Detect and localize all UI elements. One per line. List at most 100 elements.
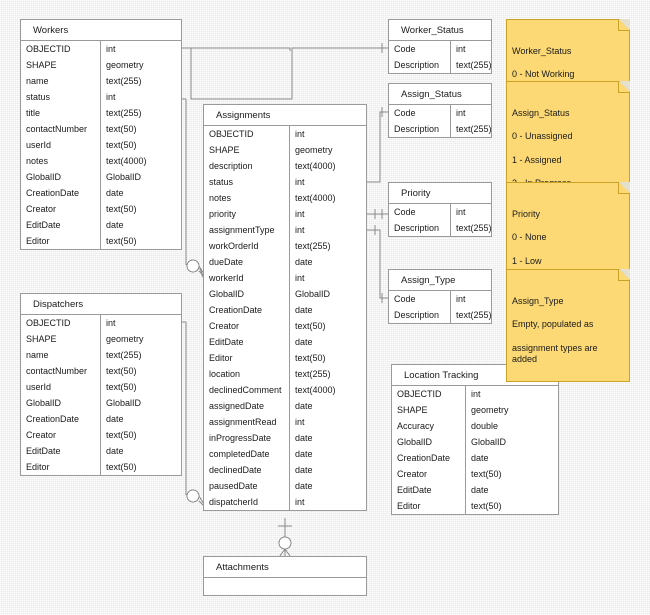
field-name: assignmentType <box>204 222 290 238</box>
field-type: text(255) <box>456 124 491 134</box>
field-type: int <box>456 108 466 118</box>
field-type: int <box>295 129 305 139</box>
field-type: text(50) <box>106 382 137 392</box>
field-type: geometry <box>106 334 144 344</box>
field-type: text(50) <box>106 366 137 376</box>
field-name: declinedComment <box>204 382 290 398</box>
note-line: 0 - Not Working <box>512 69 575 80</box>
field-type: text(50) <box>106 430 137 440</box>
field-name: EditDate <box>392 482 466 498</box>
field-type: geometry <box>295 145 333 155</box>
table-row: contactNumber text(50) <box>21 121 181 137</box>
field-name: Creator <box>204 318 290 334</box>
field-name: Editor <box>21 233 101 249</box>
field-type: text(50) <box>106 124 137 134</box>
field-name: GlobalID <box>21 169 101 185</box>
field-name: Creator <box>392 466 466 482</box>
field-type: int <box>295 417 305 427</box>
field-type: text(255) <box>295 241 331 251</box>
note-line: 1 - Assigned <box>512 154 562 165</box>
field-type: text(255) <box>106 108 142 118</box>
field-name: name <box>21 347 101 363</box>
note-assign-type[interactable]: Assign_Type Empty, populated as assignme… <box>506 269 630 383</box>
table-row: Creator text(50) <box>204 318 366 334</box>
entity-dispatchers-title: Dispatchers <box>21 294 181 315</box>
field-type: double <box>471 421 499 431</box>
field-type: text(255) <box>456 60 491 70</box>
rel-assignments-assignstatus <box>367 111 388 183</box>
field-type: date <box>295 433 313 443</box>
field-name: title <box>21 105 101 121</box>
field-type: int <box>456 207 466 217</box>
field-type: date <box>295 449 313 459</box>
field-name: description <box>204 158 290 174</box>
field-type: text(255) <box>456 223 491 233</box>
field-name: priority <box>204 206 290 222</box>
note-fold-icon <box>618 81 630 93</box>
note-line: 0 - None <box>512 232 547 243</box>
field-name: workOrderId <box>204 238 290 254</box>
entity-attachments[interactable]: Attachments <box>203 556 367 596</box>
field-name: Code <box>389 204 451 220</box>
note-assign-type-title: Assign_Type <box>512 296 564 307</box>
field-type: text(4000) <box>106 156 147 166</box>
field-name: EditDate <box>204 334 290 350</box>
field-type: text(255) <box>295 369 331 379</box>
field-name: status <box>204 174 290 190</box>
entity-assign-status-title: Assign_Status <box>389 84 491 105</box>
field-type: text(50) <box>295 321 326 331</box>
field-type: int <box>106 92 116 102</box>
field-name: CreationDate <box>21 185 101 201</box>
field-name: contactNumber <box>21 121 101 137</box>
note-fold-icon <box>618 19 630 31</box>
field-name: dispatcherId <box>204 494 290 510</box>
field-type: date <box>295 465 313 475</box>
field-type: date <box>106 414 124 424</box>
note-fold-icon <box>618 182 630 194</box>
field-type: geometry <box>471 405 509 415</box>
field-name: inProgressDate <box>204 430 290 446</box>
field-type: text(50) <box>295 353 326 363</box>
